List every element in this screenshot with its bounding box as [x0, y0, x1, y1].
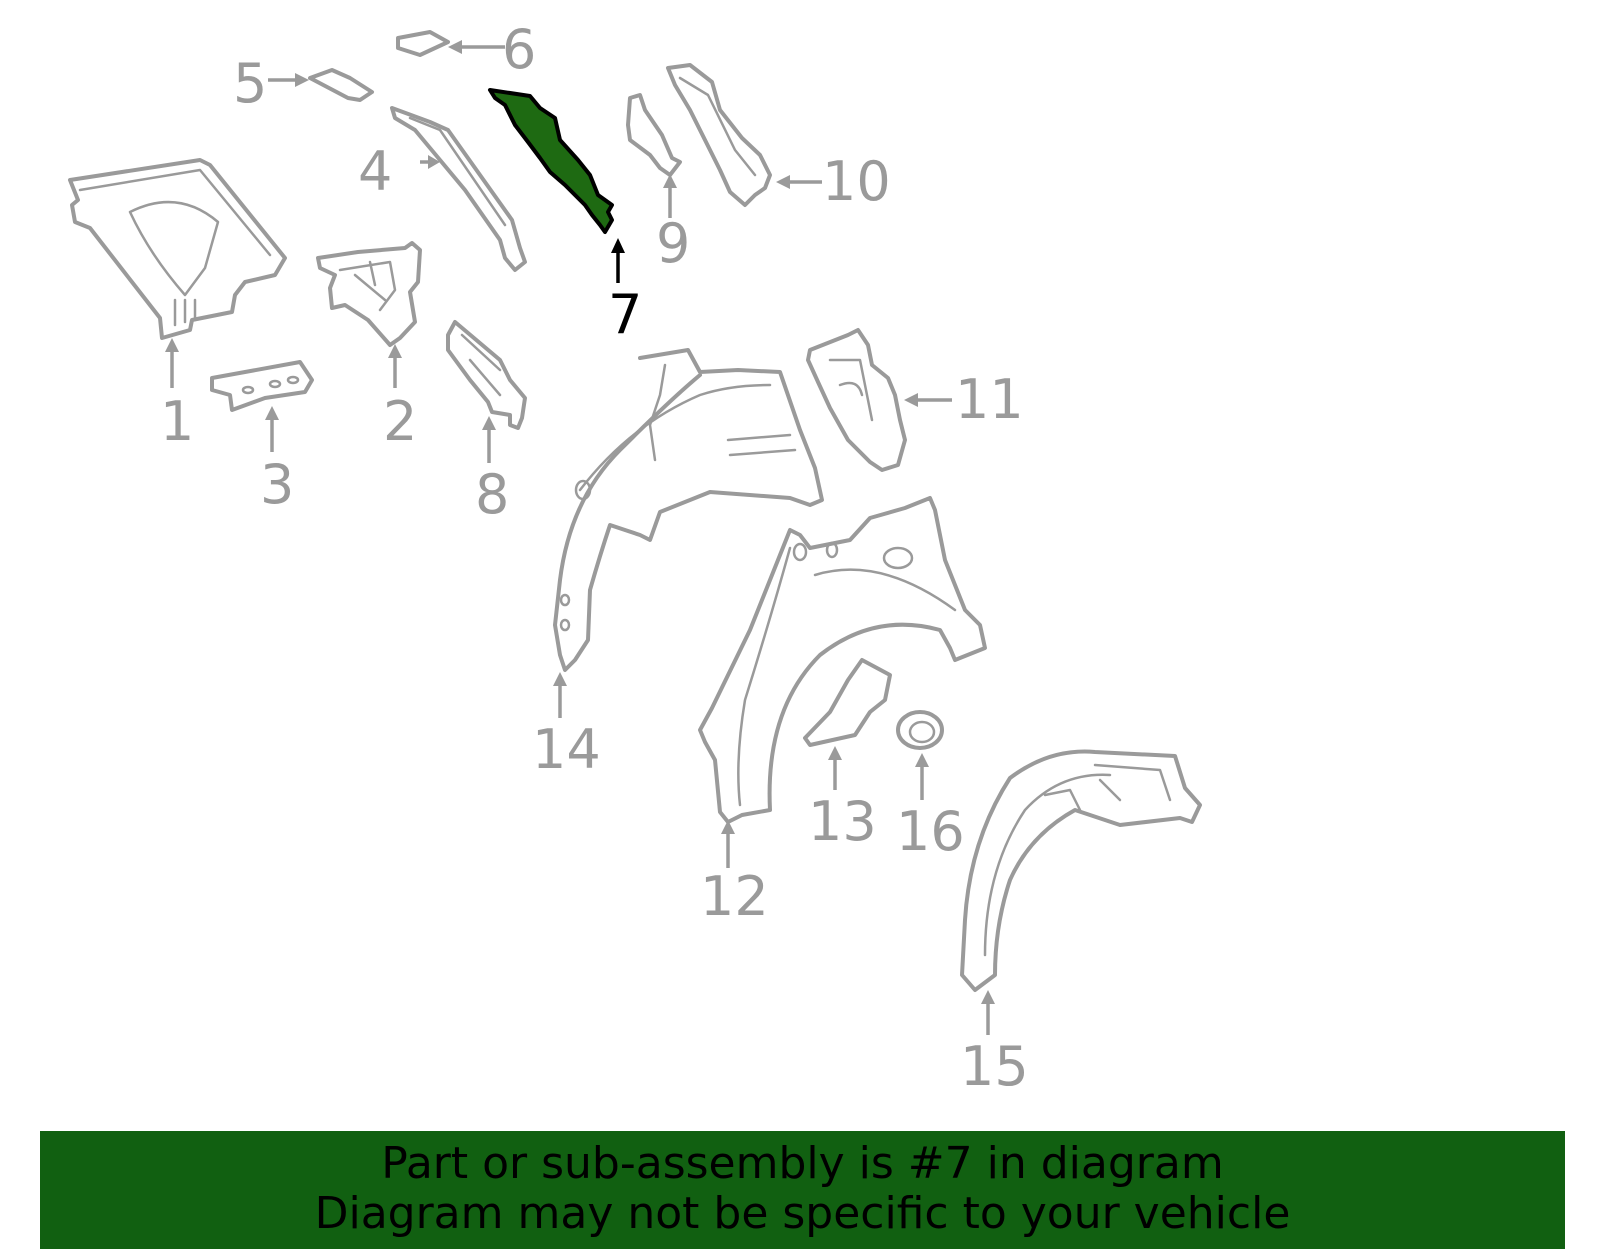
part-1-drawing — [68, 158, 287, 340]
part-6-drawing — [396, 30, 450, 57]
part-11-drawing — [806, 328, 907, 472]
part-2-drawing — [316, 241, 422, 347]
part-7-highlighted-drawing — [488, 88, 614, 234]
callout-3: 3 — [260, 453, 294, 516]
part-15-drawing — [960, 749, 1202, 992]
part-5-drawing — [308, 68, 374, 102]
part-8-drawing — [446, 320, 527, 430]
callout-16: 16 — [896, 800, 965, 863]
banner-line-1: Part or sub-assembly is #7 in diagram — [381, 1138, 1224, 1189]
callout-2: 2 — [383, 390, 417, 453]
callout-9: 9 — [656, 212, 690, 275]
part-9-drawing — [626, 93, 682, 177]
part-13-drawing — [803, 658, 892, 747]
part-10-drawing — [666, 63, 772, 207]
part-4-drawing — [390, 106, 527, 272]
callout-5: 5 — [233, 52, 267, 115]
part-16-drawing — [896, 710, 944, 750]
info-banner: Part or sub-assembly is #7 in diagram Di… — [40, 1131, 1565, 1249]
callout-15: 15 — [960, 1035, 1029, 1098]
callout-4: 4 — [358, 140, 392, 203]
callout-14: 14 — [532, 718, 601, 781]
callout-6: 6 — [502, 18, 536, 81]
callout-12: 12 — [700, 865, 769, 928]
part-12-drawing — [698, 496, 987, 824]
callout-13: 13 — [808, 790, 877, 853]
callout-8: 8 — [475, 463, 509, 526]
callout-10: 10 — [822, 150, 891, 213]
part-3-drawing — [210, 360, 314, 412]
callout-7: 7 — [608, 283, 642, 346]
banner-line-2: Diagram may not be specific to your vehi… — [314, 1188, 1291, 1239]
callout-11: 11 — [955, 368, 1024, 431]
callout-1: 1 — [160, 390, 194, 453]
part-14-drawing — [553, 348, 824, 672]
callout-arrows — [165, 40, 995, 1035]
